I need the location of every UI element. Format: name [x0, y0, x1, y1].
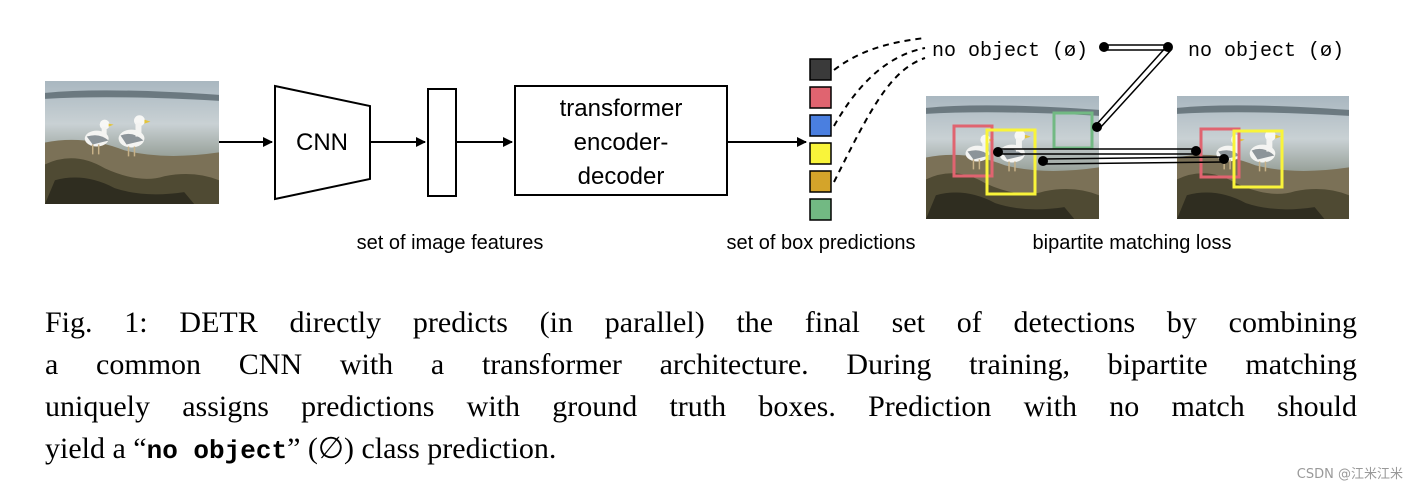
pred-box-green: [1052, 111, 1094, 150]
gt-box-yellow: [1232, 129, 1284, 189]
dashed-link-2: [833, 47, 926, 127]
pred-box-yellow: [985, 128, 1037, 196]
image-features-block: [427, 88, 457, 197]
transformer-label-line-1: transformer: [560, 95, 683, 122]
dashed-link-1: [833, 37, 926, 71]
caption-line-4: yield a “no object” (∅) class prediction…: [45, 428, 1357, 472]
prediction-square: [809, 142, 832, 165]
prediction-square: [809, 170, 832, 193]
prediction-square: [809, 114, 832, 137]
prediction-square: [809, 198, 832, 221]
features-caption: set of image features: [357, 232, 544, 254]
matching-lines: [998, 44, 1225, 165]
prediction-square: [809, 86, 832, 109]
caption-line-3: uniquely assigns predictions with ground…: [45, 390, 1357, 423]
loss-caption: bipartite matching loss: [1033, 232, 1232, 254]
transformer-label-line-3: decoder: [578, 163, 665, 190]
caption-line-4-pre: yield a “: [45, 432, 147, 465]
matching-dots: [993, 42, 1229, 166]
transformer-label-line-2: encoder-: [574, 129, 669, 156]
detr-pipeline-diagram: CNN transformer encoder- decoder no obje…: [0, 37, 1419, 254]
pred-box-red: [952, 124, 994, 178]
figure-caption: Fig. 1: DETR directly predicts (in paral…: [45, 302, 1357, 472]
no-object-label-right: no object (ø): [1188, 40, 1344, 63]
predictions-caption: set of box predictions: [727, 232, 916, 254]
prediction-square: [809, 58, 832, 81]
watermark: CSDN @江米江米: [1296, 467, 1403, 482]
gt-box-red: [1199, 127, 1241, 179]
cnn-block: [274, 84, 371, 201]
caption-line-4-post: ” (∅) class prediction.: [287, 432, 557, 465]
caption-line-2: a common CNN with a transformer architec…: [45, 348, 1357, 381]
dashed-link-3: [833, 57, 926, 183]
cnn-label: CNN: [296, 129, 348, 156]
box-predictions: [809, 58, 832, 221]
no-object-label-left: no object (ø): [932, 40, 1088, 63]
transformer-block: [514, 85, 728, 196]
input-image: [45, 81, 219, 204]
caption-no-object-code: no object: [146, 436, 288, 466]
caption-line-1: Fig. 1: DETR directly predicts (in paral…: [45, 306, 1357, 339]
